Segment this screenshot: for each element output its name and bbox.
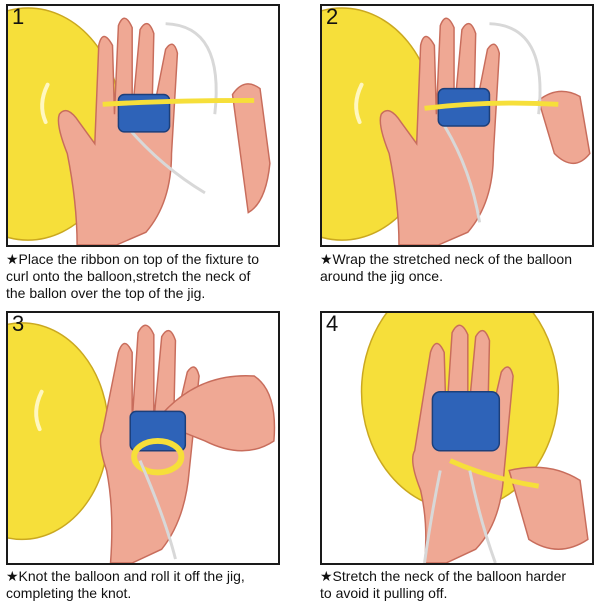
step-3-illustration	[8, 322, 276, 563]
step-1-panel: 1	[6, 4, 280, 247]
step-2-caption: ★Wrap the stretched neck of the balloon …	[320, 251, 572, 284]
step-number: 4	[326, 311, 339, 336]
step-number: 3	[12, 311, 25, 336]
jig	[431, 391, 501, 452]
step-4-illustration	[360, 313, 589, 563]
step-2-panel: 2	[320, 4, 594, 247]
step-2-illustration	[322, 7, 591, 245]
step-4-caption: ★Stretch the neck of the balloon harder …	[320, 568, 567, 601]
hand	[379, 17, 501, 245]
balloon	[8, 322, 110, 541]
step-3-caption: ★Knot the balloon and roll it off the ji…	[6, 568, 245, 601]
step-4-panel: 4	[320, 311, 594, 565]
hand	[57, 17, 179, 245]
step-1-illustration	[8, 7, 271, 245]
step-3-panel: 3	[6, 311, 280, 565]
step-number: 1	[12, 4, 25, 29]
step-1-caption: ★Place the ribbon on top of the fixture …	[6, 251, 260, 301]
step-number: 2	[326, 4, 339, 29]
